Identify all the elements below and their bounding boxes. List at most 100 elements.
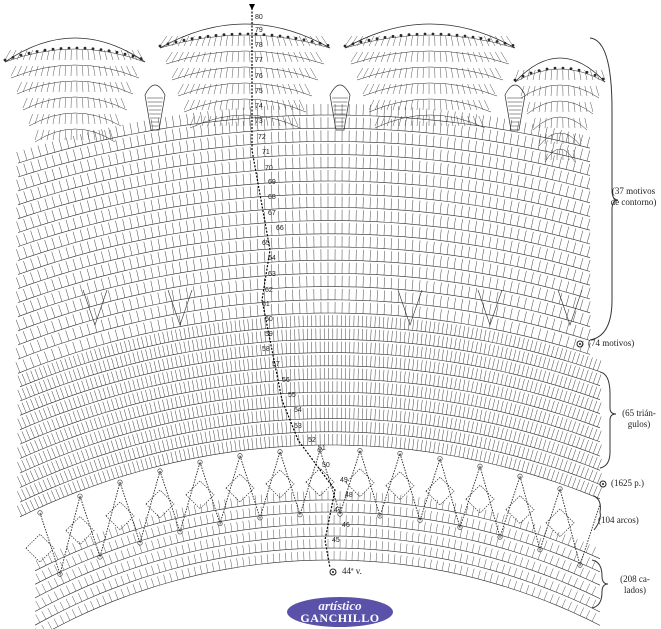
fan-stitch: [208, 84, 211, 94]
lower-stitch: [231, 499, 232, 508]
treble-stitch: [404, 438, 405, 449]
treble-stitch: [73, 204, 76, 215]
treble-stitch: [566, 172, 569, 183]
treble-stitch: [47, 421, 51, 431]
treble-stitch: [248, 439, 249, 450]
treble-stitch: [123, 165, 125, 176]
treble-stitch: [438, 389, 440, 400]
lower-stitch: [406, 520, 407, 529]
lower-stitch: [145, 555, 148, 564]
treble-stitch: [278, 343, 279, 354]
treble-stitch: [384, 172, 385, 183]
treble-stitch: [250, 160, 251, 171]
picot-icon: [530, 72, 533, 75]
treble-stitch: [593, 472, 597, 482]
treble-stitch: [144, 121, 146, 132]
treble-stitch: [375, 330, 376, 341]
lower-stitch: [151, 566, 154, 575]
treble-stitch: [273, 410, 274, 421]
fan-stitch: [59, 50, 60, 60]
treble-stitch: [48, 364, 52, 374]
treble-stitch: [264, 252, 265, 263]
treble-stitch: [501, 455, 504, 466]
fan-stitch: [29, 114, 33, 124]
treble-stitch: [179, 195, 181, 206]
treble-stitch: [440, 163, 441, 174]
treble-stitch: [94, 308, 97, 319]
treble-stitch: [396, 384, 397, 395]
fan-stitch: [35, 66, 38, 76]
treble-stitch: [151, 294, 153, 305]
treble-stitch: [222, 429, 224, 440]
treble-stitch: [286, 435, 287, 446]
lower-stitch: [54, 619, 58, 627]
treble-stitch: [158, 172, 160, 183]
treble-stitch: [179, 450, 181, 461]
lower-stitch: [496, 538, 498, 547]
treble-stitch: [489, 250, 491, 261]
mesh-diamond: [186, 481, 214, 509]
treble-stitch: [513, 418, 516, 429]
row-number: 55: [288, 392, 296, 399]
treble-stitch: [282, 330, 283, 341]
treble-stitch: [94, 404, 97, 415]
treble-stitch: [538, 166, 540, 177]
treble-stitch: [201, 406, 203, 417]
lower-stitch: [164, 550, 166, 559]
treble-stitch: [35, 397, 39, 407]
lower-stitch: [255, 507, 256, 516]
treble-stitch: [496, 211, 498, 222]
treble-stitch: [503, 146, 505, 157]
treble-stitch: [257, 239, 258, 250]
treble-stitch: [526, 380, 529, 391]
treble-stitch: [197, 380, 199, 391]
treble-stitch: [205, 445, 207, 456]
treble-stitch: [278, 238, 279, 249]
treble-stitch: [141, 405, 144, 416]
treble-stitch: [109, 195, 112, 206]
treble-stitch: [80, 312, 83, 323]
treble-stitch: [492, 453, 495, 464]
treble-stitch: [425, 321, 426, 332]
lower-stitch: [550, 568, 553, 576]
treble-stitch: [510, 187, 512, 198]
treble-stitch: [87, 173, 90, 184]
fan-stitch: [381, 68, 385, 78]
treble-stitch: [489, 224, 491, 235]
treble-stitch: [201, 432, 203, 443]
treble-stitch: [293, 250, 294, 261]
treble-stitch: [187, 141, 189, 152]
treble-stitch: [80, 216, 83, 227]
lower-stitch: [255, 495, 256, 504]
treble-stitch: [391, 198, 392, 209]
treble-stitch: [59, 153, 62, 164]
treble-stitch: [426, 215, 427, 226]
fan-stitch: [545, 70, 546, 80]
treble-stitch: [103, 471, 107, 481]
treble-stitch: [60, 360, 64, 370]
treble-stitch: [286, 197, 287, 208]
lower-stitch: [279, 517, 280, 526]
treble-stitch: [425, 414, 426, 425]
treble-stitch: [531, 313, 534, 324]
treble-stitch: [433, 282, 434, 293]
treble-stitch: [111, 441, 114, 452]
treble-stitch: [16, 249, 20, 259]
treble-stitch: [273, 423, 274, 434]
treble-stitch: [580, 176, 583, 187]
lower-stitch: [109, 542, 112, 551]
lower-stitch: [176, 509, 178, 518]
scallop-edge: [345, 24, 515, 48]
fan-stitch: [501, 52, 507, 62]
lower-stitch: [490, 573, 492, 582]
treble-stitch: [256, 358, 257, 369]
treble-stitch: [35, 412, 39, 422]
treble-stitch: [130, 164, 132, 175]
picot-icon: [271, 34, 274, 37]
treble-stitch: [38, 173, 41, 184]
treble-stitch: [450, 338, 452, 349]
treble-stitch: [277, 436, 278, 447]
treble-stitch: [366, 316, 367, 327]
treble-stitch: [215, 177, 216, 188]
treble-stitch: [239, 440, 240, 451]
